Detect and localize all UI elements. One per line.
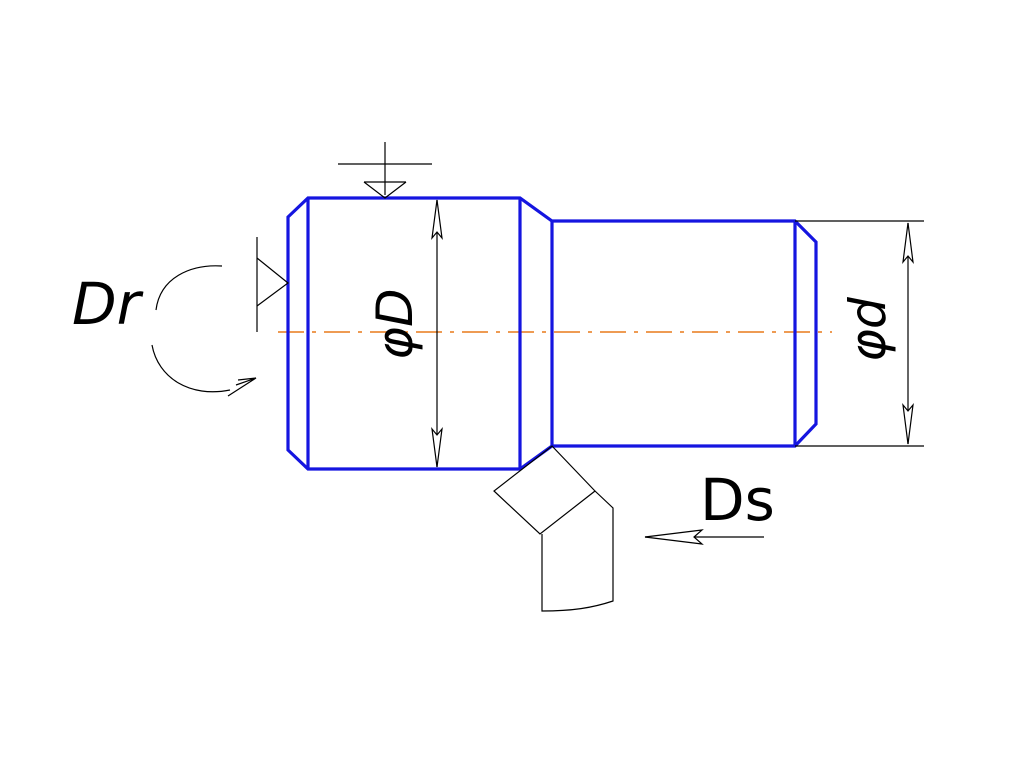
dimension-large-diameter [431,199,443,468]
dimension-small-diameter [795,220,924,447]
workpiece [286,196,818,471]
rotation-label: Dr [72,270,144,338]
rotation-arrow [151,265,257,397]
small-diameter-label: φd [839,297,897,362]
large-diameter-label: φD [366,289,424,360]
top-locating-symbol [338,142,432,199]
feed-arrow [644,529,764,545]
cutting-tool [493,445,614,612]
feed-label: Ds [700,466,775,534]
left-locating-symbol [256,237,289,332]
